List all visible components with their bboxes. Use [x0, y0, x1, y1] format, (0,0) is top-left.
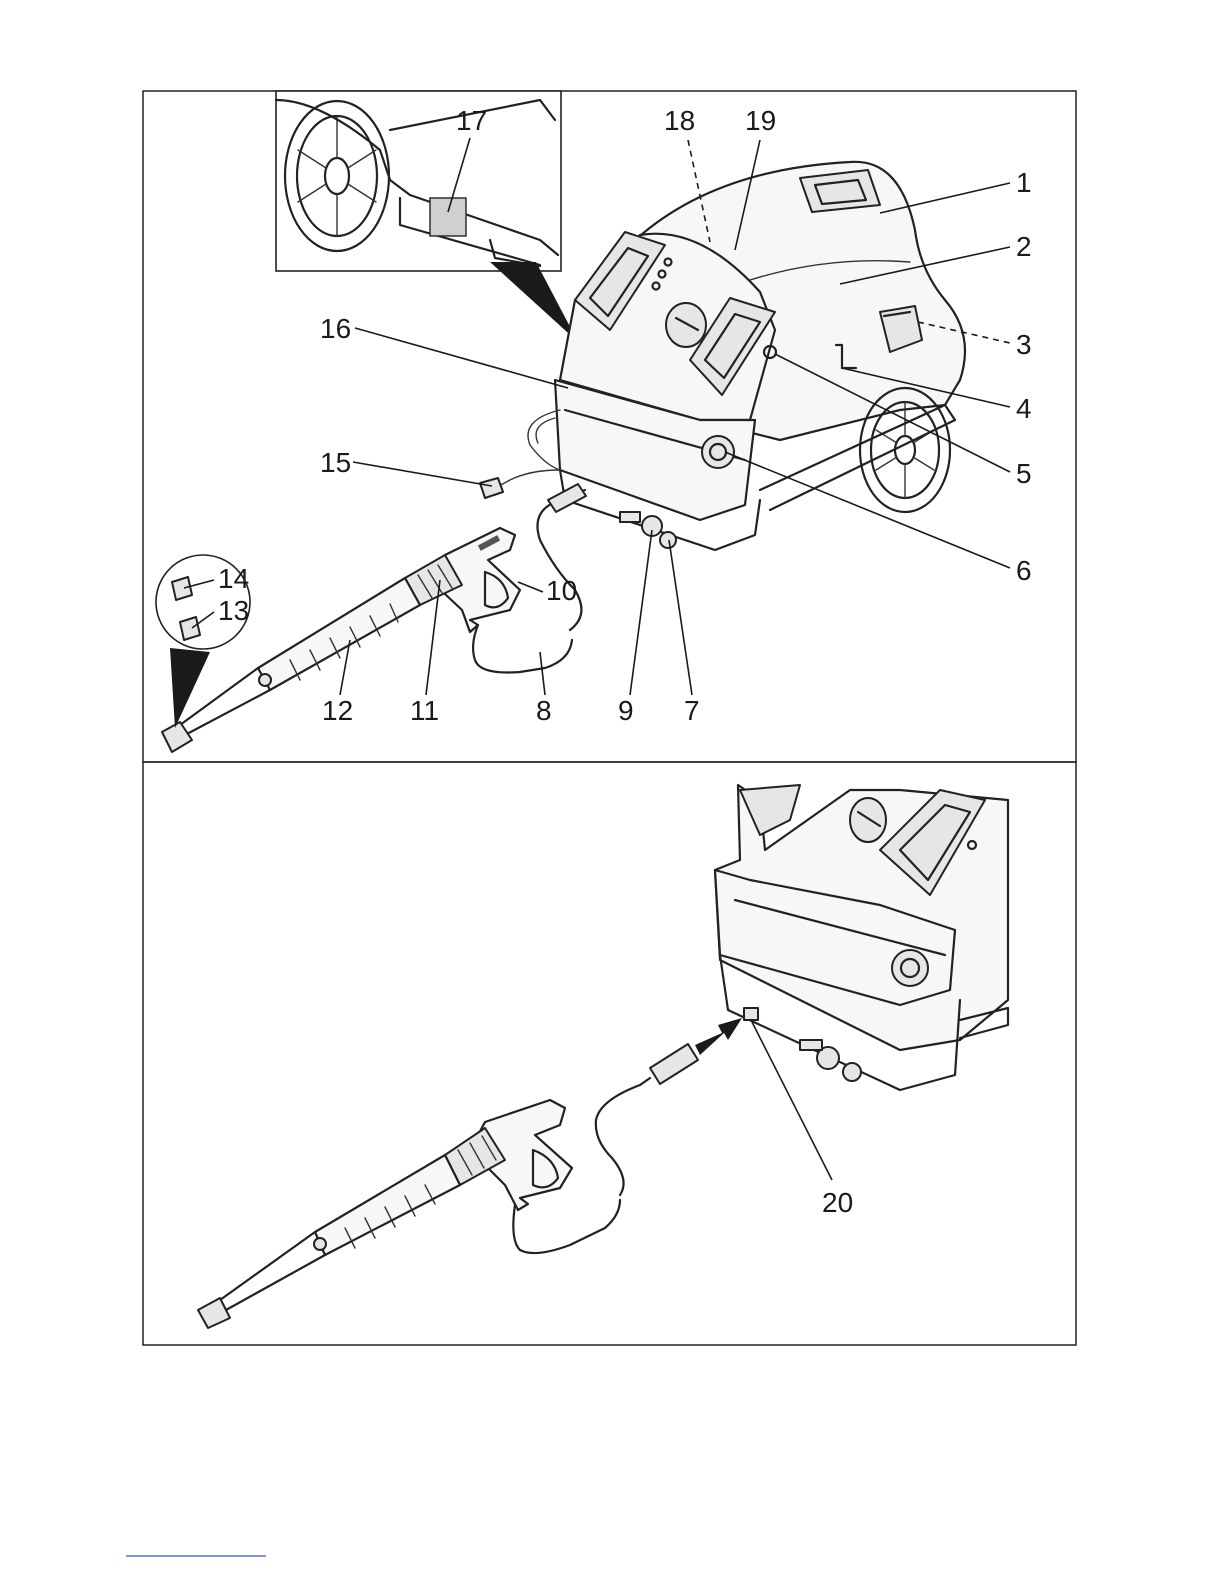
callout-15: 15 — [320, 447, 351, 478]
callout-12: 12 — [322, 695, 353, 726]
callout-20: 20 — [822, 1187, 853, 1218]
detail-inset — [276, 91, 561, 271]
callout-4: 4 — [1016, 393, 1032, 424]
callout-10: 10 — [546, 575, 577, 606]
callout-7: 7 — [684, 695, 700, 726]
machine-front-closeup — [715, 785, 1008, 1090]
inset-pointer — [490, 262, 578, 342]
insert-arrow — [695, 1018, 742, 1055]
callout-18: 18 — [664, 105, 695, 136]
power-cable — [480, 410, 560, 498]
callout-8: 8 — [536, 695, 552, 726]
type-plate — [430, 198, 466, 236]
spray-gun-bottom — [198, 1100, 572, 1328]
callout-17: 17 — [456, 105, 487, 136]
callout-9: 9 — [618, 695, 634, 726]
callout-1: 1 — [1016, 167, 1032, 198]
spray-gun — [405, 528, 520, 632]
callout-2: 2 — [1016, 231, 1032, 262]
callout-14: 14 — [218, 563, 249, 594]
callout-11: 11 — [410, 695, 439, 726]
callout-13: 13 — [218, 595, 249, 626]
control-housing — [555, 232, 776, 550]
callout-16: 16 — [320, 313, 351, 344]
callout-5: 5 — [1016, 458, 1032, 489]
callout-3: 3 — [1016, 329, 1032, 360]
callout-6: 6 — [1016, 555, 1032, 586]
callout-19: 19 — [745, 105, 776, 136]
